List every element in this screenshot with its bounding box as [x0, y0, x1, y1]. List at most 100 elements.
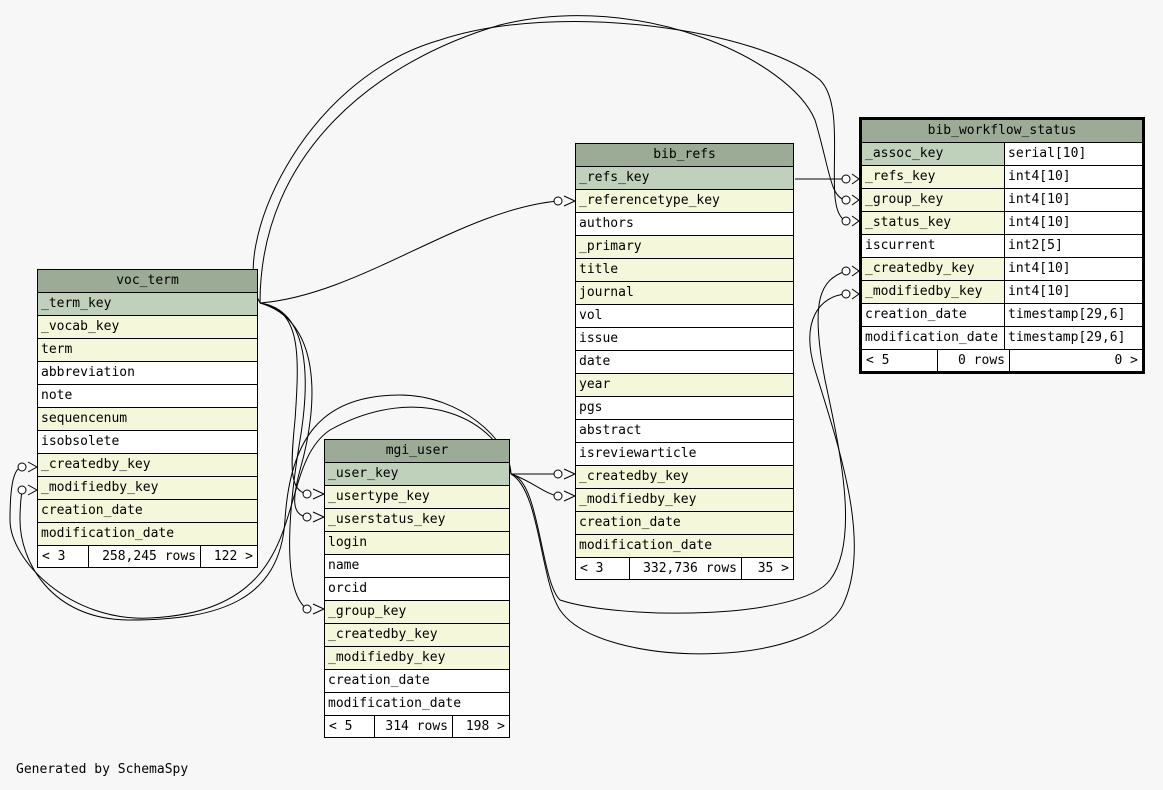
link-referencetype-key	[259, 200, 559, 304]
column-name: pgs	[579, 400, 603, 415]
column-row[interactable]: _vocab_key	[38, 316, 257, 339]
column-row[interactable]: _refs_key	[576, 167, 793, 190]
child-count[interactable]: 0 >	[1009, 350, 1142, 371]
child-count[interactable]: 35 >	[741, 558, 793, 579]
link-refs-modifiedby	[510, 473, 559, 497]
column-row[interactable]: pgs	[576, 397, 793, 420]
column-row[interactable]: _createdby_key	[576, 466, 793, 489]
column-row[interactable]: _modifiedby_key	[325, 647, 509, 670]
link-userstatus-key	[259, 302, 313, 518]
column-name: _createdby_key	[865, 261, 975, 276]
column-row[interactable]: sequencenum	[38, 408, 257, 431]
column-name: _usertype_key	[328, 489, 430, 504]
column-row[interactable]: vol	[576, 305, 793, 328]
column-name: date	[579, 354, 611, 369]
column-row[interactable]: date	[576, 351, 793, 374]
column-row[interactable]: modification_date	[38, 523, 257, 546]
column-row[interactable]: modification_date	[325, 693, 509, 716]
column-type: timestamp[29,6]	[1004, 304, 1142, 326]
table-title[interactable]: bib_refs	[576, 144, 793, 167]
column-type: serial[10]	[1004, 143, 1142, 165]
column-row[interactable]: _referencetype_key	[576, 190, 793, 213]
column-name: journal	[579, 285, 634, 300]
column-type: int4[10]	[1004, 166, 1142, 188]
column-row[interactable]: _modifiedby_key	[576, 489, 793, 512]
column-name: _createdby_key	[41, 457, 151, 472]
column-row[interactable]: year	[576, 374, 793, 397]
parent-count[interactable]: < 3	[580, 561, 604, 576]
column-row[interactable]: _user_key	[325, 463, 509, 486]
column-name: _modifiedby_key	[328, 650, 446, 665]
column-name: _refs_key	[579, 170, 650, 185]
column-row[interactable]: title	[576, 259, 793, 282]
column-row[interactable]: isreviewarticle	[576, 443, 793, 466]
column-name: creation_date	[41, 503, 143, 518]
column-name: _group_key	[328, 604, 407, 619]
column-name: iscurrent	[865, 238, 936, 253]
column-type: int4[10]	[1004, 212, 1142, 234]
column-name: title	[579, 262, 619, 277]
row-count: 258,245 rows	[88, 546, 200, 567]
column-row[interactable]: note	[38, 385, 257, 408]
column-row[interactable]: _term_key	[38, 293, 257, 316]
column-name: issue	[579, 331, 619, 346]
column-name: vol	[579, 308, 603, 323]
column-row[interactable]: login	[325, 532, 509, 555]
column-row[interactable]: authors	[576, 213, 793, 236]
column-row[interactable]: _createdby_key	[38, 454, 257, 477]
column-row[interactable]: _modifiedby_key	[38, 477, 257, 500]
column-row[interactable]: _userstatus_key	[325, 509, 509, 532]
column-type: timestamp[29,6]	[1004, 327, 1142, 349]
column-name: _user_key	[328, 466, 399, 481]
row-count: 332,736 rows	[629, 558, 741, 579]
column-row[interactable]: _group_key	[325, 601, 509, 624]
column-row[interactable]: creation_date	[38, 500, 257, 523]
column-name: _createdby_key	[579, 469, 689, 484]
table-title[interactable]: voc_term	[38, 270, 257, 293]
parent-count[interactable]: < 3	[42, 549, 66, 564]
column-row[interactable]: journal	[576, 282, 793, 305]
column-row[interactable]: issue	[576, 328, 793, 351]
column-row[interactable]: abstract	[576, 420, 793, 443]
column-row[interactable]: creation_date	[325, 670, 509, 693]
column-name: year	[579, 377, 611, 392]
column-row[interactable]: modification_date	[576, 535, 793, 558]
column-row[interactable]: orcid	[325, 578, 509, 601]
generated-by-label: Generated by SchemaSpy	[16, 762, 189, 777]
column-row[interactable]: name	[325, 555, 509, 578]
parent-count[interactable]: < 5	[866, 353, 890, 368]
column-name: login	[328, 535, 368, 550]
column-row[interactable]: _createdby_key	[325, 624, 509, 647]
table-title[interactable]: mgi_user	[325, 440, 509, 463]
column-row[interactable]: _usertype_key	[325, 486, 509, 509]
column-name: _modifiedby_key	[579, 492, 697, 507]
column-row[interactable]: abbreviation	[38, 362, 257, 385]
table-mgi-user[interactable]: mgi_user _user_key _usertype_key _userstatu…	[324, 439, 510, 738]
column-type: int4[10]	[1004, 281, 1142, 303]
link-usertype-key	[259, 302, 308, 495]
child-count[interactable]: 122 >	[200, 546, 257, 567]
column-name: modification_date	[579, 538, 713, 553]
column-row[interactable]: term	[38, 339, 257, 362]
table-title[interactable]: bib_workflow_status	[862, 120, 1142, 143]
parent-count[interactable]: < 5	[329, 719, 353, 734]
column-name: creation_date	[579, 515, 681, 530]
column-row[interactable]: isobsolete	[38, 431, 257, 454]
column-row[interactable]: creation_date	[576, 512, 793, 535]
column-row[interactable]: _primary	[576, 236, 793, 259]
child-count[interactable]: 198 >	[452, 716, 509, 737]
